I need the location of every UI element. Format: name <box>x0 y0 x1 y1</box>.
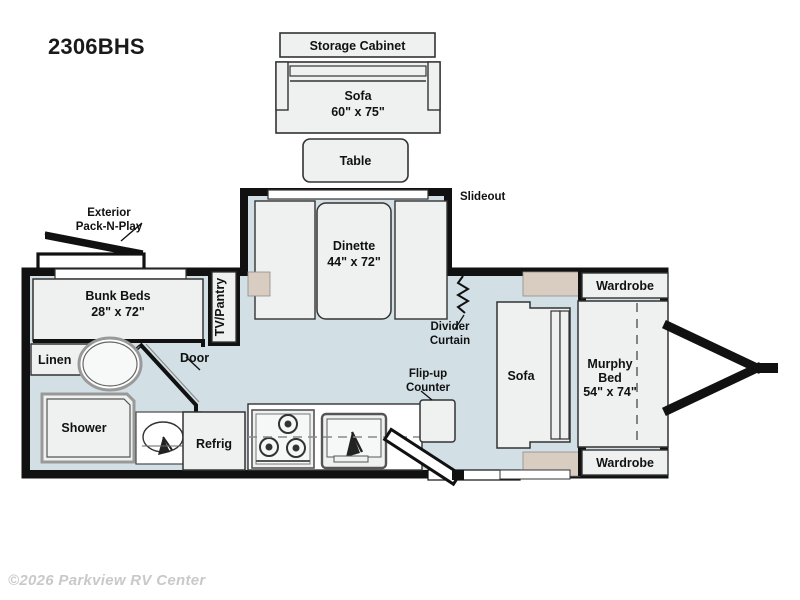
exterior-pack-n-play-label-line1: Exterior <box>87 207 131 219</box>
murphy-bed-dimensions: 54" x 74" <box>583 385 637 399</box>
cooktop <box>251 409 315 469</box>
bunk-beds-dimensions: 28" x 72" <box>91 305 145 319</box>
wardrobe-top-label: Wardrobe <box>596 279 654 293</box>
toilet <box>77 336 143 392</box>
dinette: Dinette 44" x 72" <box>254 189 448 320</box>
a-frame-hitch <box>662 320 778 416</box>
exterior-pack-n-play-label-line2: Pack-N-Play <box>76 221 143 233</box>
murphy-bed: Murphy Bed 54" x 74" <box>577 300 669 448</box>
divider-curtain: Divider Curtain <box>430 275 471 347</box>
exterior-sofa: Sofa 60" x 75" <box>275 61 441 134</box>
slideout-jamb-accents <box>247 271 271 297</box>
kitchen: Refrig <box>182 403 430 471</box>
exterior-table: Table <box>302 138 409 183</box>
copyright-notice: ©2026 Parkview RV Center <box>8 572 206 589</box>
exterior-patio-group: Storage Cabinet Sofa 60" x 75" Table <box>275 32 441 183</box>
refrig-label: Refrig <box>196 437 232 451</box>
dinette-label: Dinette <box>333 239 375 253</box>
storage-cabinet-label: Storage Cabinet <box>310 39 407 53</box>
flip-up-counter-label-line2: Counter <box>406 382 451 394</box>
divider-curtain-label-line2: Curtain <box>430 335 470 347</box>
wardrobe-bottom-label: Wardrobe <box>596 456 654 470</box>
bunk-beds-label: Bunk Beds <box>85 289 150 303</box>
wardrobe-top: Wardrobe <box>581 272 669 299</box>
flip-up-counter-label-line1: Flip-up <box>409 368 447 380</box>
interior-sofa-label: Sofa <box>507 369 535 383</box>
divider-curtain-label-line1: Divider <box>431 321 471 333</box>
linen-label: Linen <box>38 353 71 367</box>
storage-cabinet: Storage Cabinet <box>279 32 436 58</box>
bedroom: Wardrobe Murphy Bed 54" x 74" Wardrobe <box>577 270 669 476</box>
dinette-dimensions: 44" x 72" <box>327 255 381 269</box>
tv-pantry: TV/Pantry <box>208 268 240 346</box>
tv-pantry-label: TV/Pantry <box>213 278 227 336</box>
door-callout: Door <box>180 351 209 371</box>
refrigerator: Refrig <box>182 411 246 471</box>
page-title: 2306BHS <box>48 34 145 59</box>
shower: Shower <box>40 392 136 464</box>
shower-label: Shower <box>61 421 106 435</box>
slideout-label: Slideout <box>460 191 506 203</box>
exterior-sofa-label: Sofa <box>344 89 372 103</box>
kitchen-sink <box>320 412 388 470</box>
exterior-table-label: Table <box>340 154 372 168</box>
bunk-beds: Bunk Beds 28" x 72" <box>32 268 204 342</box>
flip-up-counter: Flip-up Counter <box>406 368 456 443</box>
exterior-sofa-dimensions: 60" x 75" <box>331 105 385 119</box>
wardrobe-bottom: Wardrobe <box>581 449 669 476</box>
exterior-pack-n-play: Exterior Pack-N-Play <box>36 207 146 272</box>
murphy-bed-label-line2: Bed <box>598 371 622 385</box>
murphy-bed-label-line1: Murphy <box>587 357 632 371</box>
slideout-callout: Slideout <box>460 191 506 203</box>
exterior-window-strips <box>499 469 571 480</box>
door-label: Door <box>180 351 209 365</box>
